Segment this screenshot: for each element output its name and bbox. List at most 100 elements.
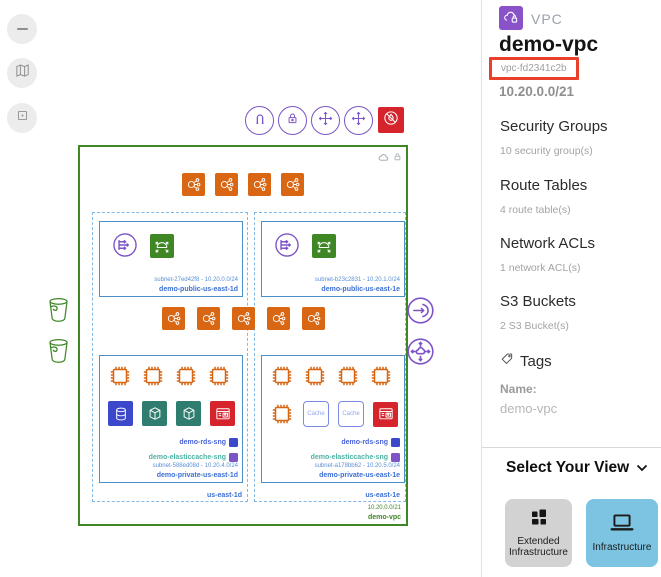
elasticache-node[interactable]	[142, 401, 167, 426]
cache-node-label: Cache	[307, 411, 325, 417]
tag-icon	[500, 352, 514, 371]
public-subnet[interactable]: subnet-b23c2831 - 10.20.1.0/24 demo-publ…	[261, 221, 405, 297]
vpc-cidr-value: 10.20.0.0/21	[499, 84, 575, 99]
red-service-node[interactable]	[373, 401, 398, 427]
router-icon	[275, 233, 299, 257]
router-node[interactable]	[274, 232, 300, 263]
load-balancer-icon	[237, 312, 250, 325]
zoom-out-button[interactable]	[7, 14, 37, 44]
internet-gateway-node[interactable]	[406, 296, 435, 330]
load-balancer-node[interactable]	[196, 307, 220, 330]
window-id-icon	[378, 408, 393, 420]
private-subnet[interactable]: demo-rds-sng demo-elasticcache-sng subne…	[99, 355, 243, 483]
load-balancer-node[interactable]	[266, 307, 290, 330]
vpc-id-highlight-box: vpc-fd2341c2b	[489, 57, 579, 80]
section-title: S3 Buckets	[500, 293, 576, 310]
instance-row	[108, 364, 231, 388]
rds-security-group-label: demo-rds-sng	[341, 439, 388, 446]
load-balancer-icon	[202, 312, 215, 325]
fit-view-button[interactable]	[7, 58, 37, 88]
section-count: 2 S3 Bucket(s)	[500, 320, 569, 332]
load-balancer-icon	[272, 312, 285, 325]
subnet-id-label: subnet-b23c2831 - 10.20.1.0/24	[314, 277, 400, 284]
load-balancer-node[interactable]	[248, 173, 271, 196]
load-balancer-node[interactable]	[301, 307, 325, 330]
vpc-boundary[interactable]: subnet-27ed42f8 - 10.20.0.0/24 demo-publ…	[78, 145, 408, 526]
map-fit-icon	[14, 62, 31, 84]
minus-icon	[16, 27, 28, 31]
center-dot-icon	[15, 108, 30, 128]
private-subnet[interactable]: Cache Cache demo-rds-sng demo-elasticcac…	[261, 355, 405, 483]
subnet-id-label: subnet-27ed42f8 - 10.20.0.0/24	[154, 277, 238, 284]
magnet-icon	[252, 110, 268, 131]
ec2-instance-node[interactable]	[270, 364, 294, 388]
pan-tool-button[interactable]	[344, 106, 373, 135]
lock-tool-button[interactable]	[278, 106, 307, 135]
load-balancer-row-mid	[80, 307, 406, 330]
ec2-instance-node[interactable]	[108, 364, 132, 388]
details-panel: VPC demo-vpc vpc-fd2341c2b 10.20.0.0/21 …	[481, 0, 661, 577]
center-view-button[interactable]	[7, 103, 37, 133]
infrastructure-button[interactable]: Infrastructure	[586, 499, 658, 567]
tag-key-label: Name:	[500, 382, 537, 396]
public-subnet[interactable]: subnet-27ed42f8 - 10.20.0.0/24 demo-publ…	[99, 221, 243, 297]
panel-divider	[482, 447, 661, 448]
section-count: 1 network ACL(s)	[500, 262, 581, 274]
instance-chip-icon	[110, 366, 130, 386]
view-selector-title: Select Your View	[506, 459, 630, 476]
section-network-acls: Network ACLs 1 network ACL(s)	[500, 235, 595, 274]
magnet-tool-button[interactable]	[245, 106, 274, 135]
ec2-instance-node[interactable]	[369, 364, 393, 388]
cache-node[interactable]: Cache	[338, 401, 364, 427]
view-selector-header[interactable]: Select Your View	[506, 459, 648, 477]
load-balancer-node[interactable]	[215, 173, 238, 196]
load-balancer-node[interactable]	[231, 307, 255, 330]
subnet-name-label: demo-public-us-east-1d	[159, 285, 238, 293]
s3-bucket-node[interactable]	[46, 337, 71, 369]
chevron-down-icon	[636, 459, 648, 477]
sg-badge-icon	[229, 453, 238, 462]
ec2-instance-node[interactable]	[270, 402, 294, 426]
load-balancer-icon	[167, 312, 180, 325]
load-balancer-node[interactable]	[161, 307, 185, 330]
cloud-mini-icon	[378, 149, 390, 167]
ec2-instance-node[interactable]	[174, 364, 198, 388]
elasticache-node[interactable]	[176, 401, 201, 426]
instance-chip-icon	[305, 366, 325, 386]
section-title: Security Groups	[500, 118, 608, 135]
nat-gateway-icon	[317, 241, 331, 253]
vpc-name-label: demo-vpc	[367, 513, 401, 521]
section-title: Network ACLs	[500, 235, 596, 252]
tag-value-label: demo-vpc	[500, 401, 558, 416]
cube-icon	[183, 406, 194, 420]
red-service-node[interactable]	[210, 401, 235, 426]
page-title: demo-vpc	[499, 33, 599, 56]
router-icon	[113, 233, 137, 257]
view-button-label: Extended Infrastructure	[509, 535, 568, 559]
az-label: us-east-1e	[365, 492, 400, 499]
extended-infrastructure-button[interactable]: Extended Infrastructure	[505, 499, 572, 567]
rds-node[interactable]	[108, 401, 133, 426]
vpn-gateway-node[interactable]	[406, 337, 435, 371]
section-count: 4 route table(s)	[500, 204, 571, 216]
load-balancer-icon	[187, 178, 201, 191]
subnet-id-label: subnet-a178bb62 - 10.20.5.0/24	[314, 463, 400, 470]
nat-gateway-node[interactable]	[150, 234, 174, 258]
load-balancer-node[interactable]	[182, 173, 205, 196]
ec2-instance-node[interactable]	[336, 364, 360, 388]
s3-bucket-node[interactable]	[46, 296, 71, 328]
view-button-label: Infrastructure	[592, 541, 652, 553]
ec2-instance-node[interactable]	[303, 364, 327, 388]
cache-node[interactable]: Cache	[303, 401, 329, 427]
nat-gateway-node[interactable]	[312, 234, 336, 258]
vpn-gateway-icon	[407, 338, 434, 365]
ec2-instance-node[interactable]	[141, 364, 165, 388]
database-icon	[115, 407, 126, 420]
ec2-instance-node[interactable]	[207, 364, 231, 388]
load-balancer-node[interactable]	[281, 173, 304, 196]
flame-off-tool-button[interactable]	[378, 107, 404, 133]
sg-badge-icon	[391, 453, 400, 462]
instance-chip-icon	[143, 366, 163, 386]
move-tool-button[interactable]	[311, 106, 340, 135]
router-node[interactable]	[112, 232, 138, 263]
